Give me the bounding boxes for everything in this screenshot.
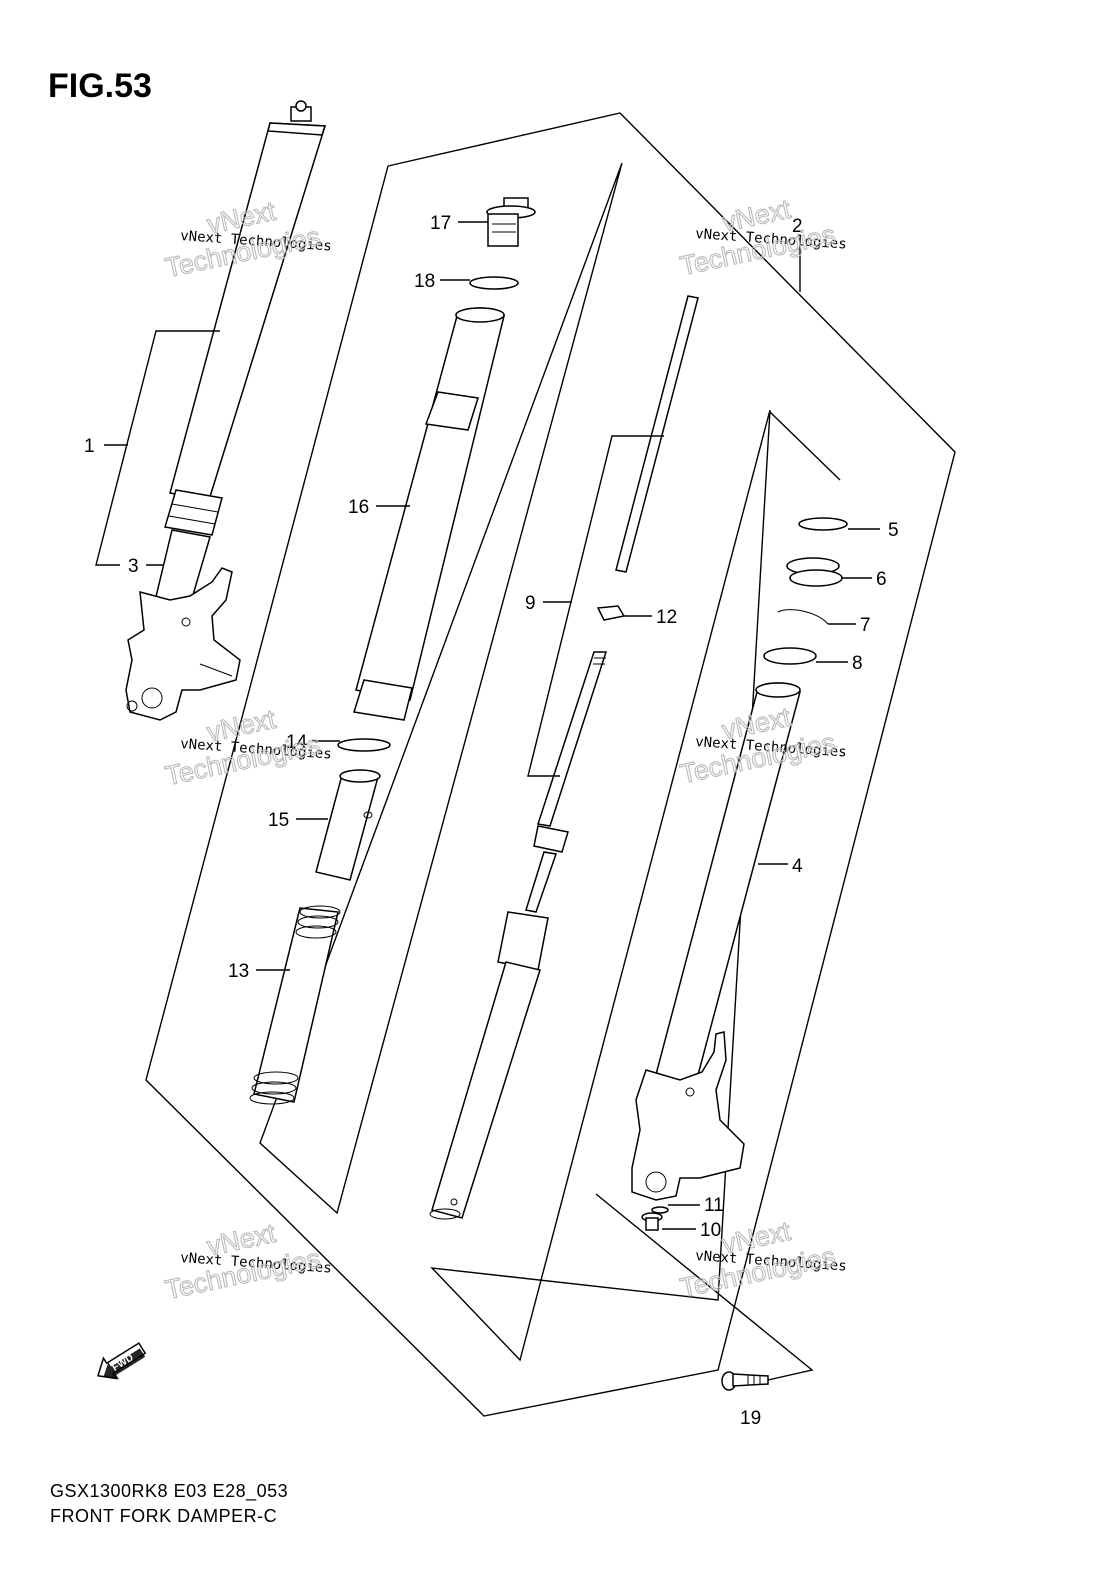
diagram-caption: FRONT FORK DAMPER-C — [50, 1506, 277, 1526]
part-14-ring — [337, 738, 391, 752]
figure-title: FIG.53 — [48, 67, 152, 105]
part-19-bolt — [721, 1371, 769, 1391]
model-code: GSX1300RK8 E03 E28_053 — [50, 1481, 288, 1502]
callout-5: 5 — [888, 520, 899, 541]
part-11-washer — [651, 1206, 669, 1214]
callout-6: 6 — [876, 569, 887, 590]
outer-bracket-frame — [145, 112, 956, 1417]
right-bracket-frame — [430, 409, 771, 1362]
callout-18: 18 — [414, 271, 435, 292]
fork-assembly-left — [125, 100, 327, 721]
callout-10: 10 — [700, 1220, 721, 1241]
watermark-mid-left: vNext Technologies Technologies vNext — [162, 703, 332, 792]
part-16-outer-tube — [353, 307, 505, 721]
part-18-o-ring — [469, 276, 519, 290]
part-17-cap-bolt — [486, 197, 536, 247]
callout-14: 14 — [286, 732, 308, 753]
callout-15: 15 — [268, 810, 289, 831]
callout-2: 2 — [792, 216, 803, 237]
part-10-bolt — [641, 1212, 663, 1231]
part-15-spacer — [315, 769, 381, 881]
callout-1: 1 — [84, 436, 95, 457]
part-13-spring — [249, 905, 341, 1105]
part-6-oil-seal — [786, 557, 843, 587]
part-8-bushing — [763, 647, 817, 665]
callout-17: 17 — [430, 213, 451, 234]
leader-lines — [95, 221, 880, 1381]
callout-12: 12 — [656, 607, 677, 628]
callout-4: 4 — [792, 856, 803, 877]
part-4-inner-tube — [631, 682, 801, 1201]
watermark-bottom-left: vNext Technologies Technologies vNext — [162, 1217, 332, 1306]
callout-19: 19 — [740, 1408, 761, 1429]
part-7-clip — [777, 609, 829, 625]
watermark-top-right: vNext Technologies Technologies vNext — [677, 193, 847, 282]
part-12-nut — [596, 605, 626, 621]
callout-8: 8 — [852, 653, 863, 674]
callout-11: 11 — [704, 1195, 724, 1216]
callout-3: 3 — [128, 556, 139, 577]
inner-bracket-frame — [259, 162, 623, 1215]
callout-16: 16 — [348, 497, 369, 518]
watermark-top-left: vNext Technologies Technologies vNext — [162, 195, 332, 284]
fwd-arrow-icon: FWD — [96, 1342, 147, 1380]
callout-7: 7 — [860, 615, 871, 636]
part-5-dust-seal — [798, 517, 848, 531]
part-9-damper-rod — [429, 295, 699, 1220]
callout-13: 13 — [228, 961, 249, 982]
callout-9: 9 — [525, 593, 536, 614]
